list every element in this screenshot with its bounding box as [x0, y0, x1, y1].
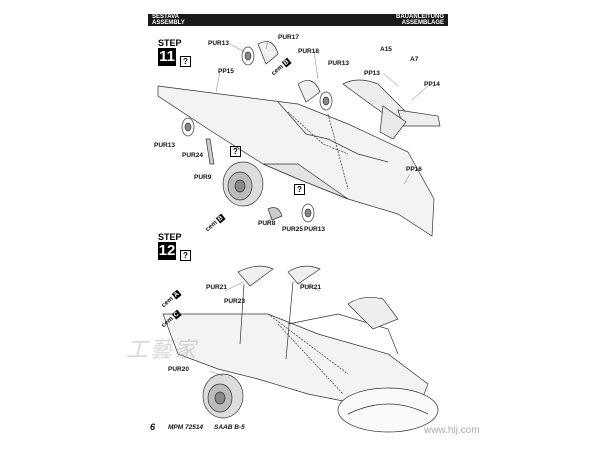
model-name: SAAB B-5 [214, 424, 245, 431]
watermark-url: www.hlj.com [424, 425, 480, 436]
question-icon: ? [230, 146, 241, 157]
part-pur13: PUR13 [154, 142, 175, 149]
part-a7: A7 [410, 56, 419, 63]
page-number: 6 [150, 422, 156, 432]
part-pur20: PUR20 [168, 366, 189, 373]
part-pp15: PP15 [218, 68, 234, 75]
header-sestava: SESTAVA [152, 14, 180, 20]
part-pur25: PUR25 [282, 226, 303, 233]
question-icon: ? [294, 184, 305, 195]
part-pur8: PUR8 [258, 220, 276, 227]
part-pp16: PP16 [406, 166, 422, 173]
part-pur13: PUR13 [304, 226, 325, 233]
step-11-number: 11 [158, 48, 176, 66]
header-assemblage: ASSEMBLAGE [401, 20, 444, 26]
instruction-page: SESTAVA ASSEMBLY BAUANLEITUNG ASSEMBLAGE [148, 14, 448, 434]
part-a15: A15 [380, 46, 392, 53]
assembly-drawing [157, 39, 441, 433]
part-pp13: PP13 [364, 70, 380, 77]
step-12-question-icon: ? [180, 250, 191, 261]
part-pur21: PUR21 [206, 284, 227, 291]
header-bauanleitung: BAUANLEITUNG [396, 14, 444, 20]
part-pur13: PUR13 [328, 60, 349, 67]
part-pur18: PUR18 [298, 48, 319, 55]
watermark-logo: 工藝家 [126, 338, 199, 363]
step-12-number: 12 [158, 242, 176, 260]
step-12-label: STEP [158, 232, 182, 242]
header-assembly: ASSEMBLY [152, 20, 185, 26]
step-11-label: STEP [158, 38, 182, 48]
part-pur21: PUR21 [300, 284, 321, 291]
part-pur17: PUR17 [278, 34, 299, 41]
part-pur24: PUR24 [182, 152, 203, 159]
part-pur13: PUR13 [208, 40, 229, 47]
part-pp14: PP14 [424, 81, 440, 88]
page-footer: 6 MPM 72514 SAAB B-5 [148, 422, 448, 434]
step-11-question-icon: ? [180, 56, 191, 67]
part-pur9: PUR9 [194, 174, 212, 181]
kit-code: MPM 72514 [168, 424, 204, 431]
page-header: SESTAVA ASSEMBLY BAUANLEITUNG ASSEMBLAGE [148, 14, 448, 26]
part-pur23: PUR23 [224, 298, 245, 305]
